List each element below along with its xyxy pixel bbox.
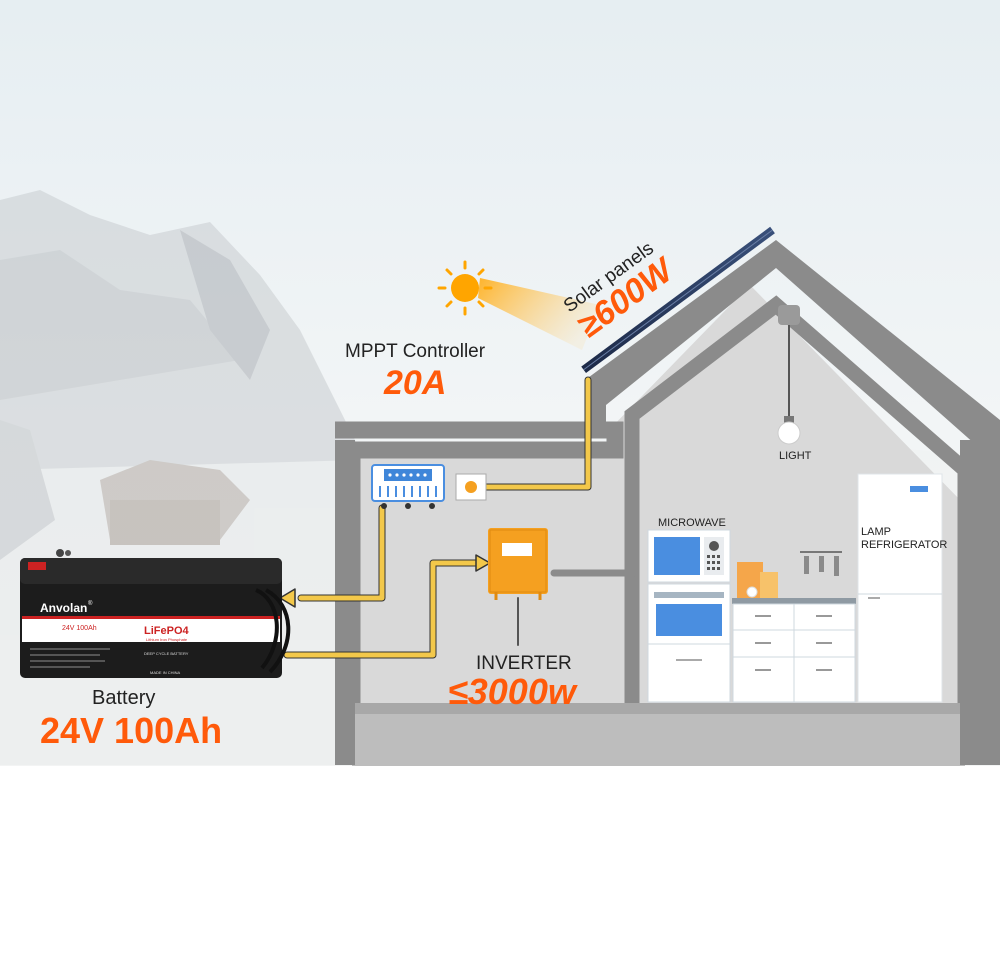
light-icon <box>777 305 801 445</box>
inverter-title: INVERTER <box>476 653 572 674</box>
battery-icon: Anvolan ® 24V 100Ah LiFePO4 Lithium Iron… <box>20 549 291 678</box>
sun-icon <box>437 260 493 316</box>
battery-spec-tag: 24V 100Ah <box>62 625 97 632</box>
wires <box>279 376 638 659</box>
refrigerator-label: REFRIGERATOR <box>861 539 948 551</box>
sunlight-beam <box>478 278 600 350</box>
battery-made-in: MADE IN CHINA <box>150 670 181 675</box>
mppt-controller-icon <box>371 464 487 509</box>
battery-chemistry-sub: Lithium Iron Phosphate <box>146 637 188 642</box>
lamp-label: LAMP <box>861 526 891 538</box>
kitchen-items-icon <box>737 551 842 598</box>
light-label: LIGHT <box>779 450 812 462</box>
oven-cabinet <box>647 583 731 703</box>
lamp-refrigerator-label: LAMP REFRIGERATOR <box>861 526 947 552</box>
breaker-box-icon <box>455 473 487 501</box>
mppt-controller-title: MPPT Controller <box>345 341 486 362</box>
battery-chemistry: LiFePO4 <box>144 625 190 637</box>
battery-value: 24V 100Ah <box>40 710 223 751</box>
microwave-label: MICROWAVE <box>658 517 726 529</box>
battery-deep-cycle: DEEP CYCLE BATTERY <box>144 651 189 656</box>
mppt-controller-value: 20A <box>384 364 447 402</box>
solar-panels <box>581 226 775 373</box>
battery-brand: Anvolan <box>40 601 87 615</box>
kitchen-counter <box>732 598 856 703</box>
microwave-icon <box>647 529 731 583</box>
roof <box>585 240 1000 450</box>
refrigerator-icon <box>857 473 943 703</box>
inverter-icon <box>488 528 548 600</box>
battery-brand-mark: ® <box>88 600 93 607</box>
arrow-to-inverter <box>475 554 491 572</box>
battery-title: Battery <box>92 687 156 709</box>
arrow-to-battery <box>279 588 296 608</box>
inverter-value: ≤3000w <box>448 671 576 712</box>
